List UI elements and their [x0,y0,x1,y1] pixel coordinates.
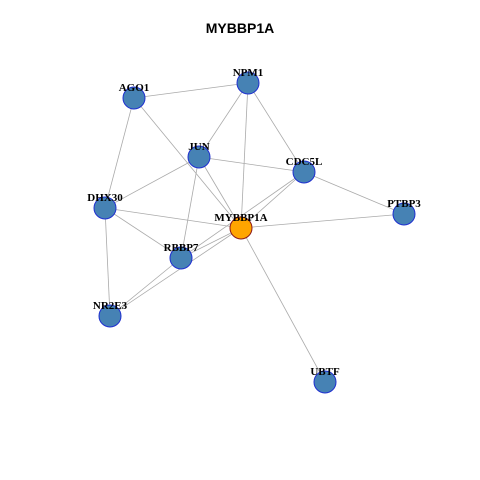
node-mybbp1a: MYBBP1A [214,212,268,240]
edge-jun-rbbp7 [180,156,200,259]
node-label-jun: JUN [188,141,209,153]
node-nr2e3: NR2E3 [93,300,128,328]
node-label-nr2e3: NR2E3 [93,300,128,312]
edge-npm1-jun [198,82,249,158]
node-circle-npm1 [236,71,260,95]
edge-rbbp7-nr2e3 [109,257,182,317]
node-jun: JUN [187,141,211,169]
graph-title: MYBBP1A [205,20,275,36]
node-ago1: AGO1 [119,82,150,110]
node-npm1: NPM1 [233,67,264,95]
edge-npm1-cdc5l [247,82,305,173]
edge-dhx30-nr2e3 [104,207,111,317]
edge-jun-mybbp1a [198,156,242,229]
node-label-ago1: AGO1 [119,82,150,94]
node-label-cdc5l: CDC5L [286,156,323,168]
node-circle-nr2e3 [98,304,122,328]
node-label-ptbp3: PTBP3 [387,198,421,210]
node-circle-jun [187,145,211,169]
edge-ago1-npm1 [133,82,249,99]
node-label-ubtf: UBTF [310,366,340,378]
node-circle-rbbp7 [169,246,193,270]
edge-cdc5l-rbbp7 [180,171,305,259]
node-ptbp3: PTBP3 [387,198,421,226]
node-label-rbbp7: RBBP7 [164,242,199,254]
edge-jun-dhx30 [104,156,200,209]
edge-ago1-dhx30 [104,97,135,209]
edge-mybbp1a-ptbp3 [240,213,405,229]
node-circle-dhx30 [93,196,117,220]
edge-cdc5l-ptbp3 [303,171,405,215]
node-circle-mybbp1a [229,216,253,240]
edge-jun-cdc5l [198,156,305,173]
node-circle-ptbp3 [392,202,416,226]
node-cdc5l: CDC5L [286,156,323,184]
node-circle-cdc5l [292,160,316,184]
node-circle-ago1 [122,86,146,110]
edge-mybbp1a-ubtf [240,227,326,383]
edge-npm1-mybbp1a [240,82,249,229]
node-label-mybbp1a: MYBBP1A [214,212,267,224]
edge-cdc5l-mybbp1a [240,171,305,229]
edge-dhx30-rbbp7 [104,207,182,259]
node-rbbp7: RBBP7 [164,242,199,270]
node-label-npm1: NPM1 [233,67,264,79]
edge-layer [104,82,405,383]
node-label-dhx30: DHX30 [87,192,123,204]
node-ubtf: UBTF [310,366,340,394]
node-dhx30: DHX30 [87,192,123,220]
edge-mybbp1a-nr2e3 [109,227,242,317]
edge-dhx30-mybbp1a [104,207,242,229]
node-circle-ubtf [313,370,337,394]
